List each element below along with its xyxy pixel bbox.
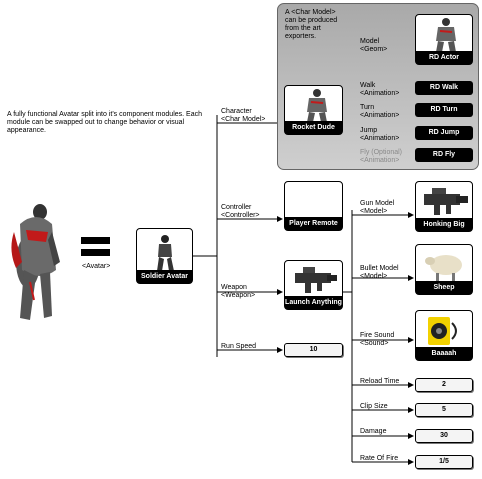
rd-turn-box[interactable]: RD Turn [415, 103, 473, 117]
speaker-icon [428, 317, 457, 345]
rocket-dude-icon [307, 89, 327, 122]
honking-big-gun-label: Honking Big Gun [416, 218, 472, 241]
rate-of-fire-value[interactable]: 1/5 [415, 455, 473, 469]
sheep-icon [425, 255, 462, 281]
equals-bar-bottom [81, 249, 110, 256]
rd-walk-box[interactable]: RD Walk [415, 81, 473, 95]
honking-big-gun-node[interactable]: Honking Big Gun [415, 181, 473, 241]
field-reload-time: Reload Time [360, 378, 400, 385]
field-walk: Walk<Animation> [360, 82, 400, 97]
sheep-node[interactable]: Sheep [415, 244, 473, 295]
launch-anything-node[interactable]: Launch Anything [284, 260, 343, 310]
rocket-dude-node[interactable]: Rocket Dude [284, 85, 343, 135]
equals-bar-top [81, 237, 110, 244]
rd-jump-box[interactable]: RD Jump [415, 126, 473, 140]
field-clip-size: Clip Size [360, 403, 388, 410]
big-gun-icon [424, 188, 468, 215]
field-character: Character<Char Model> [221, 108, 266, 123]
reload-time-value[interactable]: 2 [415, 378, 473, 392]
rd-actor-node[interactable]: RD Actor [415, 14, 473, 65]
description-text: A fully functional Avatar split into it'… [7, 111, 202, 134]
field-fly: Fly (Optional)<Animation> [360, 149, 403, 164]
player-remote-label: Player Remote [285, 217, 342, 230]
player-remote-node[interactable]: Player Remote [284, 181, 343, 231]
launcher-gun-icon [295, 267, 337, 293]
soldier-avatar-node[interactable]: Soldier Avatar [136, 228, 193, 284]
rd-actor-icon [436, 18, 456, 52]
baaaah-label: Baaaah [416, 347, 472, 360]
rd-fly-box[interactable]: RD Fly [415, 148, 473, 162]
field-rate-of-fire: Rate Of Fire [360, 455, 399, 462]
field-controller: Controller<Controller> [221, 204, 260, 219]
field-model: Model<Geom> [360, 38, 388, 53]
field-gun-model: Gun Model<Model> [360, 200, 395, 215]
field-damage: Damage [360, 428, 387, 435]
avatar-type-label: <Avatar> [82, 263, 111, 270]
field-fire-sound: Fire Sound<Sound> [360, 332, 395, 347]
baaaah-node[interactable]: Baaaah [415, 310, 473, 361]
field-turn: Turn<Animation> [360, 104, 400, 119]
field-weapon: Weapon<Weapon> [221, 284, 256, 299]
soldier-avatar-label: Soldier Avatar [137, 270, 192, 283]
clip-size-value[interactable]: 5 [415, 403, 473, 417]
run-speed-value[interactable]: 10 [284, 343, 343, 357]
damage-value[interactable]: 30 [415, 429, 473, 443]
rd-actor-label: RD Actor [416, 51, 472, 64]
soldier-icon [157, 235, 174, 271]
field-run-speed: Run Speed [221, 343, 257, 350]
sheep-label: Sheep [416, 281, 472, 294]
panel-note: A <Char Model> can be produced from the … [285, 9, 338, 40]
field-jump: Jump<Animation> [360, 127, 400, 142]
rocket-dude-label: Rocket Dude [285, 121, 342, 134]
launch-anything-label: Launch Anything [285, 296, 342, 309]
field-bullet-model: Bullet Model<Model> [360, 265, 399, 280]
